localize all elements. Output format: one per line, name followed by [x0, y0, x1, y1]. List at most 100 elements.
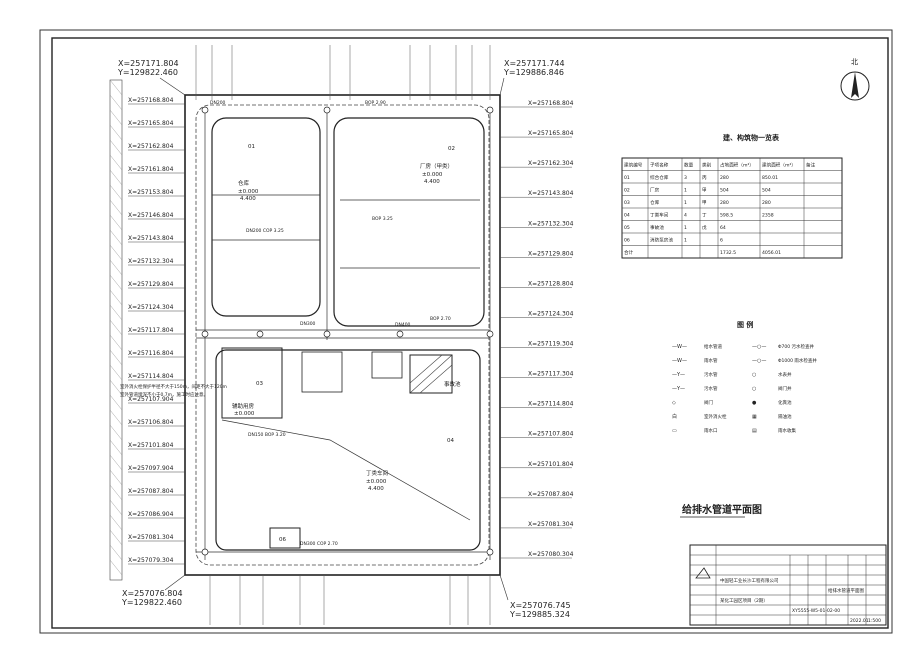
- table-cell: 综合仓库: [650, 174, 669, 181]
- table-cell: 4056.01: [762, 250, 781, 256]
- coord-leader-tl: [159, 77, 186, 96]
- table-cell: 事故池: [650, 224, 664, 231]
- b02-name: 厂房（甲类）: [420, 162, 453, 170]
- legend-label: 水表井: [778, 371, 792, 378]
- tb-company: 中国轻工业长沙工程有限公司: [720, 577, 779, 584]
- table-header-cell: 占地面积（m²）: [720, 162, 754, 169]
- table-cell: 03: [624, 200, 630, 206]
- legend-label: 污水管: [704, 371, 718, 378]
- legend-label: 阀门: [704, 399, 713, 406]
- manhole-2: [323, 106, 331, 114]
- legend-symbol: 白: [672, 413, 677, 420]
- manhole-7: [201, 548, 209, 556]
- legend-symbol: ●: [752, 400, 757, 406]
- table-title: 建、构筑物一览表: [723, 133, 780, 142]
- building-06: [269, 527, 301, 549]
- table-cell: 06: [624, 238, 630, 244]
- table-cell: 戊: [702, 224, 707, 231]
- table-cell: 甲: [702, 188, 707, 194]
- table-cell: 850.01: [762, 175, 778, 181]
- right-coord-label: X=257081.304: [528, 521, 574, 528]
- left-coord-label: X=257117.804: [128, 327, 174, 334]
- right-coord-label: X=257119.304: [528, 341, 574, 348]
- table-cell: 消防泵房池: [650, 237, 673, 244]
- manhole-8: [486, 548, 494, 556]
- pipe-note-7: DN200 COP 3.25: [246, 228, 284, 234]
- b04-name: 事故池: [444, 380, 461, 388]
- manhole-5: [323, 330, 331, 338]
- table-cell: 04: [624, 213, 630, 219]
- left-grid-tower: [109, 79, 123, 581]
- legend-label: 给水管道: [704, 343, 722, 350]
- table-cell: 64: [720, 225, 726, 231]
- left-coord-label: X=257165.804: [128, 120, 174, 127]
- right-coord-label: X=257080.304: [528, 551, 574, 558]
- table-cell: 2358: [762, 213, 774, 219]
- right-coord-label: X=257165.804: [528, 130, 574, 137]
- left-coord-label: X=257081.304: [128, 534, 174, 541]
- legend-label: Φ1000 雨水检查井: [778, 357, 817, 364]
- left-coord-label: X=257079.304: [128, 557, 174, 564]
- tb-drawing-no: XY5555-W5-01-02-00: [792, 608, 840, 614]
- table-cell: 1: [684, 238, 687, 244]
- manhole-3: [486, 106, 494, 114]
- note-1: 室外消火栓保护半径不大于150m，间距不大于120m: [120, 383, 227, 390]
- building-01: [211, 117, 321, 317]
- manhole-4: [201, 330, 209, 338]
- table-cell: 甲: [702, 200, 707, 206]
- table-header-cell: 备注: [806, 162, 816, 169]
- pipe-note-6: BOP 3.25: [372, 216, 393, 222]
- table-cell: 02: [624, 188, 630, 194]
- tb-date: 2022.01: [850, 618, 869, 624]
- left-coord-label: X=257161.804: [128, 166, 174, 173]
- table-cell: 280: [720, 200, 729, 206]
- outer-frame: [39, 29, 893, 634]
- manhole-6: [486, 330, 494, 338]
- legend-symbol: —Y—: [672, 372, 685, 378]
- right-coord-label: X=257162.304: [528, 160, 574, 167]
- table-cell: 丁: [702, 213, 707, 219]
- legend-label: 污水管: [704, 385, 718, 392]
- table-cell: 丁类车间: [650, 212, 669, 219]
- coord-leader-bl: [164, 574, 186, 591]
- legend-label: 化粪池: [778, 399, 792, 406]
- pipe-note-3: DN400: [395, 322, 411, 328]
- table-cell: 05: [624, 225, 630, 231]
- left-coord-label: X=257116.804: [128, 350, 174, 357]
- table-header-cell: 类别: [702, 162, 712, 169]
- left-coord-label: X=257101.804: [128, 442, 174, 449]
- pipe-diag1: [221, 419, 471, 521]
- right-coord-label: X=257128.804: [528, 280, 574, 287]
- pipe-note-2: DN300: [300, 321, 316, 327]
- table-cell: 598.5: [720, 213, 733, 219]
- pipe-note-9: DN300 COP 2.70: [300, 541, 338, 547]
- b03-name: 辅助用房: [232, 402, 255, 410]
- right-coord-label: X=257087.804: [528, 491, 574, 498]
- north-label: 北: [851, 58, 858, 66]
- b01-elev2: 4.400: [240, 196, 256, 202]
- table-cell: 280: [720, 175, 729, 181]
- legend-label: 隔油池: [778, 413, 792, 420]
- legend-symbol: —W—: [672, 358, 687, 364]
- right-coord-label: X=257117.304: [528, 371, 574, 378]
- table-cell: 1732.5: [720, 250, 736, 256]
- corner-coordinates: X=257171.804 Y=129822.460 X=257171.744 Y…: [117, 59, 571, 619]
- coord-leader-br: [499, 574, 509, 601]
- legend-label: 阀门井: [778, 385, 792, 392]
- b03-elev: ±0.000: [234, 411, 255, 417]
- pipe-note-5: BOP 2.70: [430, 316, 451, 322]
- coord-bl-y: Y=129822.460: [121, 598, 182, 607]
- legend-label: 雨水收集: [778, 427, 796, 434]
- b03-id: 03: [256, 381, 263, 387]
- table-cell: 合计: [624, 249, 634, 256]
- legend-label: 雨水管: [704, 357, 718, 364]
- drawing-title: 给排水管道平面图: [682, 503, 762, 516]
- left-coord-label: X=257153.804: [128, 189, 174, 196]
- coord-tr-y: Y=129886.846: [503, 68, 564, 77]
- right-coord-label: X=257124.304: [528, 310, 574, 317]
- right-coordinates: X=257168.804X=257165.804X=257162.304X=25…: [500, 100, 574, 559]
- note-2: 室外管道埋深不小于0.7m，施工时应注意。: [120, 391, 208, 398]
- table-cell: 280: [762, 200, 771, 206]
